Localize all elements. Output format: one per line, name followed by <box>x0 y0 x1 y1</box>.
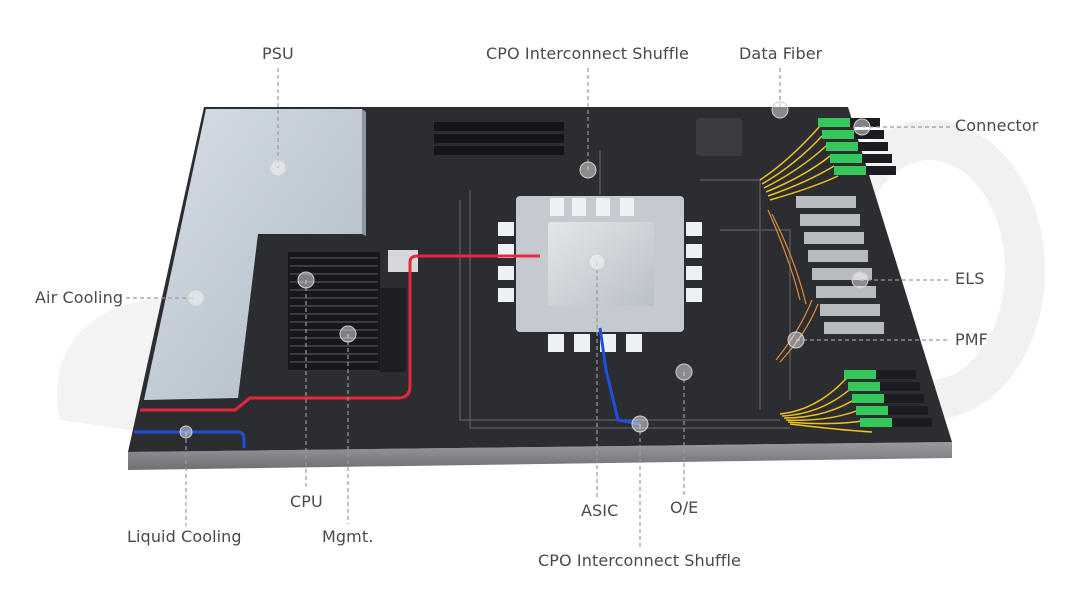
psu-block <box>144 109 362 400</box>
asic-package <box>498 196 702 352</box>
label-mgmt: Mgmt. <box>322 527 374 546</box>
label-air-cooling: Air Cooling <box>35 288 124 307</box>
label-cpu: CPU <box>290 492 323 511</box>
slot-connectors <box>434 118 742 156</box>
coolant-line <box>134 430 246 448</box>
connector-stack-bottom <box>844 370 932 427</box>
asic-coolant-line <box>598 327 641 426</box>
label-els: ELS <box>955 269 985 288</box>
power-line <box>140 254 540 412</box>
label-asic: ASIC <box>581 501 619 520</box>
label-connector: Connector <box>955 116 1039 135</box>
pmf-fibers <box>767 209 819 363</box>
cpu-dimm-area <box>288 250 418 372</box>
leader-lines <box>126 68 950 548</box>
data-fiber-bundle-top <box>759 125 839 201</box>
label-data-fiber: Data Fiber <box>739 44 823 63</box>
label-liquid-cooling: Liquid Cooling <box>127 527 242 546</box>
label-cpo-interconnect-top: CPO Interconnect Shuffle <box>486 44 689 63</box>
els-modules <box>796 196 884 334</box>
label-pmf: PMF <box>955 330 988 349</box>
connector-stack-top <box>818 118 896 175</box>
chassis-side <box>128 442 952 470</box>
label-cpo-interconnect-bottom: CPO Interconnect Shuffle <box>538 551 741 570</box>
callout-markers <box>179 101 871 439</box>
label-oe: O/E <box>670 498 699 517</box>
label-psu: PSU <box>262 44 294 63</box>
